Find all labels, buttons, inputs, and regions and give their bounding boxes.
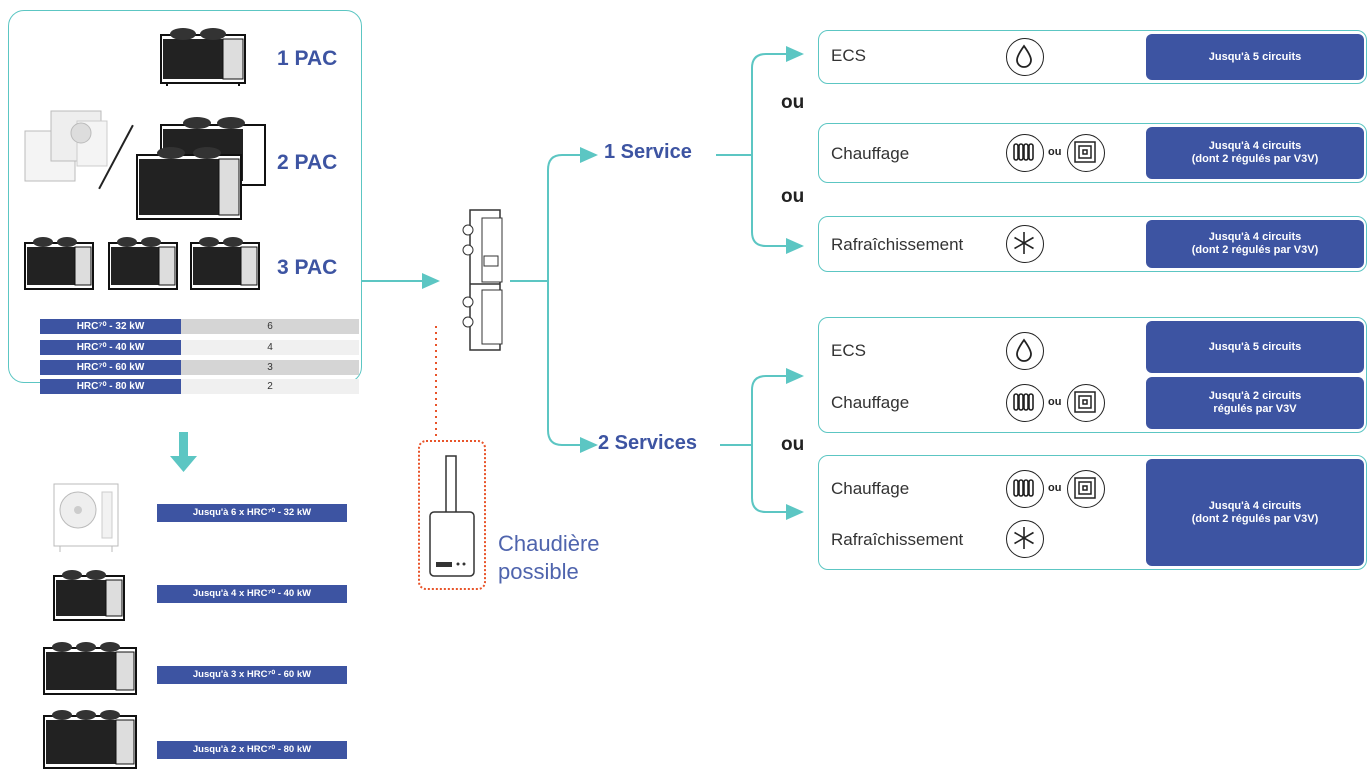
or-label: ou [781, 434, 805, 455]
table-cell-model: HRC⁷⁰ - 40 kW [40, 340, 181, 355]
or-label: ou [781, 92, 805, 113]
boiler-label-line1: Chaudière [498, 531, 600, 556]
or-label-small: ou [1048, 396, 1062, 408]
unit-tag-60kw: Jusqu'à 3 x HRC⁷⁰ - 60 kW [157, 666, 347, 684]
water-drop-icon [1006, 38, 1044, 76]
table-row: HRC⁷⁰ - 60 kW 3 [40, 360, 359, 375]
service-name: Rafraîchissement [831, 530, 964, 549]
underfloor-heating-icon [1067, 384, 1105, 422]
pac-3-label: 3 PAC [277, 256, 338, 279]
table-cell-model: HRC⁷⁰ - 60 kW [40, 360, 181, 375]
service-box-ecs-chauffage: ECS Jusqu'à 5 circuits Chauffage ou Jusq… [818, 317, 1367, 433]
unit-tag-32kw: Jusqu'à 6 x HRC⁷⁰ - 32 kW [157, 504, 347, 522]
table-row: HRC⁷⁰ - 80 kW 2 [40, 379, 359, 394]
pac-2-label: 2 PAC [277, 151, 338, 174]
snowflake-icon [1006, 225, 1044, 263]
heat-pump-unit-icon [24, 237, 94, 290]
table-cell-count: 6 [181, 319, 359, 334]
or-label-small: ou [1048, 146, 1062, 158]
service-name: Chauffage [831, 144, 910, 163]
heat-pump-unit-icon [160, 28, 246, 86]
service-name: ECS [831, 46, 866, 65]
circuit-info: Jusqu'à 5 circuits [1146, 321, 1364, 373]
table-cell-count: 3 [181, 360, 359, 375]
water-drop-icon [1006, 332, 1044, 370]
circuit-info-line1: Jusqu'à 4 circuits [1208, 231, 1302, 243]
service-name: Chauffage [831, 393, 910, 412]
heat-pump-unit-icon [43, 642, 137, 695]
service-name: Rafraîchissement [831, 235, 964, 254]
circuit-info-line2: régulés par V3V [1213, 403, 1297, 415]
hydraulic-module-icon [462, 209, 503, 351]
heat-pump-unit-icon [190, 237, 260, 290]
heat-pump-double-unit-icon [136, 117, 266, 220]
service-box-rafraichissement: Rafraîchissement Jusqu'à 4 circuits (don… [818, 216, 1367, 272]
boiler-label: Chaudière possible [498, 530, 600, 586]
heat-pump-unit-icon [53, 570, 125, 621]
radiator-icon [1006, 134, 1044, 172]
heat-pump-unit-icon [108, 237, 178, 290]
two-services-label: 2 Services [598, 432, 697, 454]
service-name: Chauffage [831, 479, 910, 498]
circuit-info: Jusqu'à 2 circuits régulés par V3V [1146, 377, 1364, 429]
table-row: HRC⁷⁰ - 32 kW 6 [40, 319, 359, 334]
pac-1-label: 1 PAC [277, 47, 338, 70]
service-box-ecs: ECS Jusqu'à 5 circuits [818, 30, 1367, 84]
circuit-info-line1: Jusqu'à 2 circuits [1208, 390, 1302, 402]
table-cell-count: 4 [181, 340, 359, 355]
service-box-chauffage-rafraichissement: Chauffage ou Rafraîchissement Jusqu'à 4 … [818, 455, 1367, 570]
boiler-label-line2: possible [498, 559, 579, 584]
boiler-frame [418, 440, 486, 590]
circuit-info: Jusqu'à 4 circuits (dont 2 régulés par V… [1146, 127, 1364, 179]
circuit-info-line1: Jusqu'à 4 circuits [1208, 140, 1302, 152]
circuit-info-line2: (dont 2 régulés par V3V) [1191, 512, 1319, 525]
circuit-info: Jusqu'à 5 circuits [1146, 34, 1364, 80]
radiator-icon [1006, 470, 1044, 508]
heat-pump-outdoor-unit-icon [24, 110, 108, 182]
one-service-label: 1 Service [604, 141, 692, 163]
or-label-small: ou [1048, 482, 1062, 494]
table-cell-model: HRC⁷⁰ - 80 kW [40, 379, 181, 394]
service-box-chauffage: Chauffage ou Jusqu'à 4 circuits (dont 2 … [818, 123, 1367, 183]
circuit-info-line2: (dont 2 régulés par V3V) [1191, 244, 1319, 256]
radiator-icon [1006, 384, 1044, 422]
table-cell-model: HRC⁷⁰ - 32 kW [40, 319, 181, 334]
unit-tag-80kw: Jusqu'à 2 x HRC⁷⁰ - 80 kW [157, 741, 347, 759]
snowflake-icon [1006, 520, 1044, 558]
circuit-info-line1: Jusqu'à 4 circuits [1208, 499, 1302, 512]
boiler-icon [429, 455, 475, 577]
underfloor-heating-icon [1067, 470, 1105, 508]
table-row: HRC⁷⁰ - 40 kW 4 [40, 340, 359, 355]
underfloor-heating-icon [1067, 134, 1105, 172]
heat-pump-unit-icon [43, 710, 137, 769]
service-name: ECS [831, 341, 866, 360]
circuit-info: Jusqu'à 4 circuits (dont 2 régulés par V… [1146, 459, 1364, 566]
unit-tag-40kw: Jusqu'à 4 x HRC⁷⁰ - 40 kW [157, 585, 347, 603]
circuit-info-line2: (dont 2 régulés par V3V) [1191, 153, 1319, 165]
circuit-info: Jusqu'à 4 circuits (dont 2 régulés par V… [1146, 220, 1364, 268]
outdoor-unit-fan-icon [53, 483, 119, 552]
pac-panel: 1 PAC 2 PAC 3 P [8, 10, 362, 383]
or-label: ou [781, 186, 805, 207]
table-cell-count: 2 [181, 379, 359, 394]
